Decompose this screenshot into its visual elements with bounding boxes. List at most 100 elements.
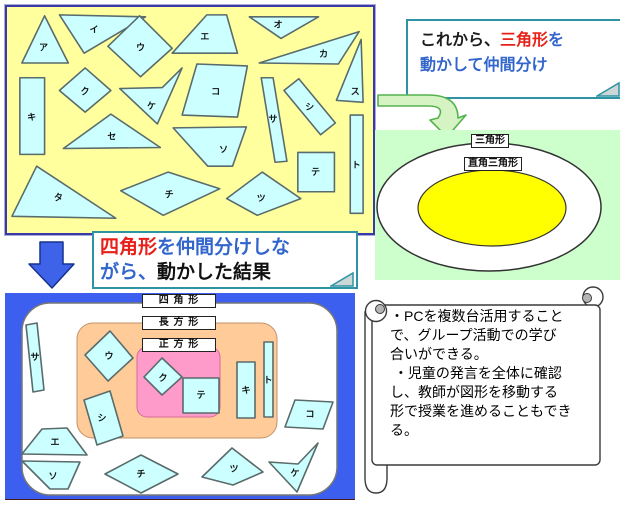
bubble-line-1: これから、三角形を [420,28,620,53]
shape-label: キ [27,112,36,122]
triangle-region-tag: 三角形 [471,134,509,148]
shape-ト[interactable] [263,341,274,418]
shape-label: シ [305,102,314,112]
shape-pool-canvas: アイウエオカキクケコサシスセソタチツテト [11,14,364,220]
shape-ト[interactable] [349,114,364,215]
shape-キ[interactable] [19,76,46,156]
caption-line-1: 四角形を仲間分けしな [100,235,356,260]
shape-コ[interactable] [181,63,249,118]
shape-label: ウ [104,351,113,361]
shape-label: サ [269,114,278,124]
sort-canvas: サウシクテキトコエソチツケ [21,302,338,496]
right-triangle-region-tag: 直角三角形 [464,157,522,171]
shape-シ[interactable] [83,390,124,446]
shape-label: ツ [257,194,266,204]
shape-label: セ [107,132,116,142]
shape-カ[interactable] [258,30,360,65]
shape-エ[interactable] [21,427,88,456]
shape-タ[interactable] [11,165,117,220]
caption-line-2: がら、動かした結果 [100,260,356,285]
shape-label: オ [274,20,283,30]
venn-canvas [376,142,602,272]
shape-ス[interactable] [335,38,364,104]
note-line: で、グループ活動での学び [390,327,557,343]
bubble-text-red: 三角形 [500,32,549,49]
caption-text-black: 動かした結果 [157,262,272,283]
shape-ケ[interactable] [268,442,319,493]
shape-label: ク [81,87,90,97]
shape-label: ソ [219,144,228,154]
shape-ツ[interactable] [201,447,264,486]
square-region-tag: 正 方 形 [142,338,216,352]
triangle-venn-panel: 三角形 直角三角形 [375,130,620,280]
shape-label: ウ [136,42,145,52]
shape-サ[interactable] [260,76,288,164]
shape-コ[interactable] [284,399,334,430]
note-text: ・PCを複数台活用することで、グループ活動での学び合いができる。 ・児童の発言を… [390,307,602,440]
shape-テ[interactable] [297,151,336,193]
note-line: ・PCを複数台活用すること [390,308,564,324]
shape-シ[interactable] [283,77,337,136]
shape-ツ[interactable] [225,171,302,217]
shape-チ[interactable] [119,171,221,217]
shape-pool-panel: アイウエオカキクケコサシスセソタチツテト [5,5,375,235]
shape-ク[interactable] [58,67,112,113]
shape-ソ[interactable] [21,460,81,490]
shape-イ[interactable] [58,14,147,54]
note-line: 形で授業を進めることもでき [390,403,572,419]
shape-サ[interactable] [25,322,45,393]
bubble-line-2: 動かして仲間分け [420,57,548,74]
scroll-top-left-roll-core [375,304,385,314]
shape-ア[interactable] [21,15,70,64]
note-line: る。 [390,422,418,438]
bubble-text-black: これから、 [420,32,501,49]
shape-label: チ [136,469,145,479]
shape-label: エ [50,437,59,447]
shape-label: イ [90,25,99,35]
note-line: ・児童の発言を全体に確認 [390,365,562,381]
shape-label: キ [241,385,250,395]
shape-label: ア [39,42,48,52]
shape-ケ[interactable] [118,67,183,125]
shape-テ[interactable] [182,377,220,414]
shape-label: ツ [229,464,238,474]
shape-ク[interactable] [143,357,183,396]
shape-label: コ [211,87,220,97]
scroll-body [371,304,601,466]
shape-label: チ [165,190,174,200]
shape-label: テ [196,390,205,400]
shape-label: ソ [48,471,57,481]
shape-label: シ [97,413,106,423]
shape-label: カ [319,49,328,59]
shape-label: ク [158,373,167,383]
scroll-top-right-roll-core [582,293,592,303]
shape-キ[interactable] [236,361,256,419]
shape-オ[interactable] [248,16,320,40]
note-line: 合いができる。 [390,346,488,362]
quadrilateral-region-tag: 四 角 形 [142,294,216,308]
note-scroll: ・PCを複数台活用することで、グループ活動での学び合いができる。 ・児童の発言を… [356,286,618,500]
note-line: し、教師が図形を移動する [390,384,558,400]
rectangle-region-tag: 長 方 形 [142,316,216,330]
instruction-bubble: これから、三角形を 動かして仲間分け [406,19,620,99]
fold-corner-icon [330,271,356,287]
shape-label: サ [30,352,39,362]
caption-text-blue2: がら、 [100,262,158,283]
shape-label: ト [352,160,361,170]
shape-label: エ [200,31,209,41]
result-caption: 四角形を仲間分けしな がら、動かした結果 [92,231,358,289]
shape-エ[interactable] [171,14,239,54]
fold-corner-icon [596,81,620,97]
shape-ウ[interactable] [107,15,173,78]
shape-label: コ [305,409,314,419]
shape-セ[interactable] [62,113,162,150]
shape-チ[interactable] [104,454,179,494]
shape-ソ[interactable] [172,126,248,167]
shape-label: ス [351,87,360,97]
right-triangle-region[interactable] [417,169,567,247]
scroll-shape [364,286,604,494]
shape-label: タ [54,192,63,203]
shape-ウ[interactable] [84,330,134,382]
bubble-text-blue: を [548,32,565,49]
shape-label: ト [263,375,272,385]
